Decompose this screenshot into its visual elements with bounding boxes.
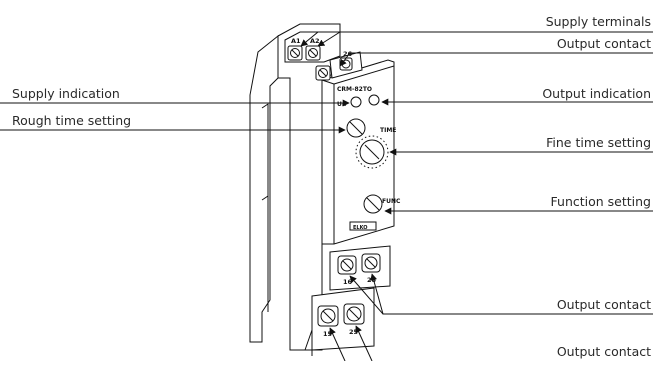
callout-line-output-contact-bottom (355, 325, 373, 362)
output-led (368, 94, 380, 106)
label-function-setting: Function setting (551, 194, 651, 209)
rough-time-dial[interactable] (346, 118, 366, 138)
callout-lines (0, 31, 653, 362)
label-fine-time-setting: Fine time setting (546, 135, 651, 150)
din-rail-edge (261, 103, 269, 312)
label-rough-time-setting: Rough time setting (12, 113, 131, 128)
callout-line-output-contact-top (339, 52, 653, 67)
terminal-label-16: 16 (343, 278, 353, 286)
relay-device (249, 23, 395, 356)
terminal-label-a2: A2 (310, 37, 320, 45)
brand-logo-box (349, 221, 377, 231)
din-rail-profile (249, 34, 279, 343)
dial-func-label: FUNC (382, 198, 401, 205)
callout-labels: Supply terminals Output contact Supply i… (12, 14, 651, 359)
label-supply-indication: Supply indication (12, 86, 120, 101)
top-terminal-block (284, 31, 363, 81)
label-output-indication: Output indication (542, 86, 651, 101)
brand-logo: ELKO (353, 225, 368, 231)
indicator-un-label: Un (337, 101, 346, 108)
model-label: CRM-82TO (337, 86, 372, 93)
label-output-contact-mid: Output contact (557, 297, 651, 312)
fine-time-dial[interactable] (355, 135, 389, 169)
label-supply-terminals: Supply terminals (546, 14, 651, 29)
function-dial[interactable] (363, 194, 383, 214)
callout-line-output-contact-mid-2 (349, 275, 384, 315)
dial-time-label: TIME (380, 127, 396, 134)
callout-line-output-contact-bottom-2 (329, 327, 346, 362)
callout-line-supply-terminals-2 (317, 31, 341, 47)
callout-line-supply-terminals (300, 31, 653, 47)
terminal-label-28: 28 (367, 276, 377, 284)
middle-terminal-block (329, 245, 391, 291)
label-output-contact-bottom: Output contact (557, 344, 651, 359)
terminal-label-15: 15 (323, 330, 333, 338)
supply-led (350, 96, 362, 108)
bottom-terminal-block (304, 287, 375, 356)
terminal-label-26: 26 (343, 50, 353, 58)
terminal-label-25: 25 (349, 328, 359, 336)
label-output-contact-top: Output contact (557, 36, 651, 51)
terminal-label-a1: A1 (291, 37, 301, 45)
